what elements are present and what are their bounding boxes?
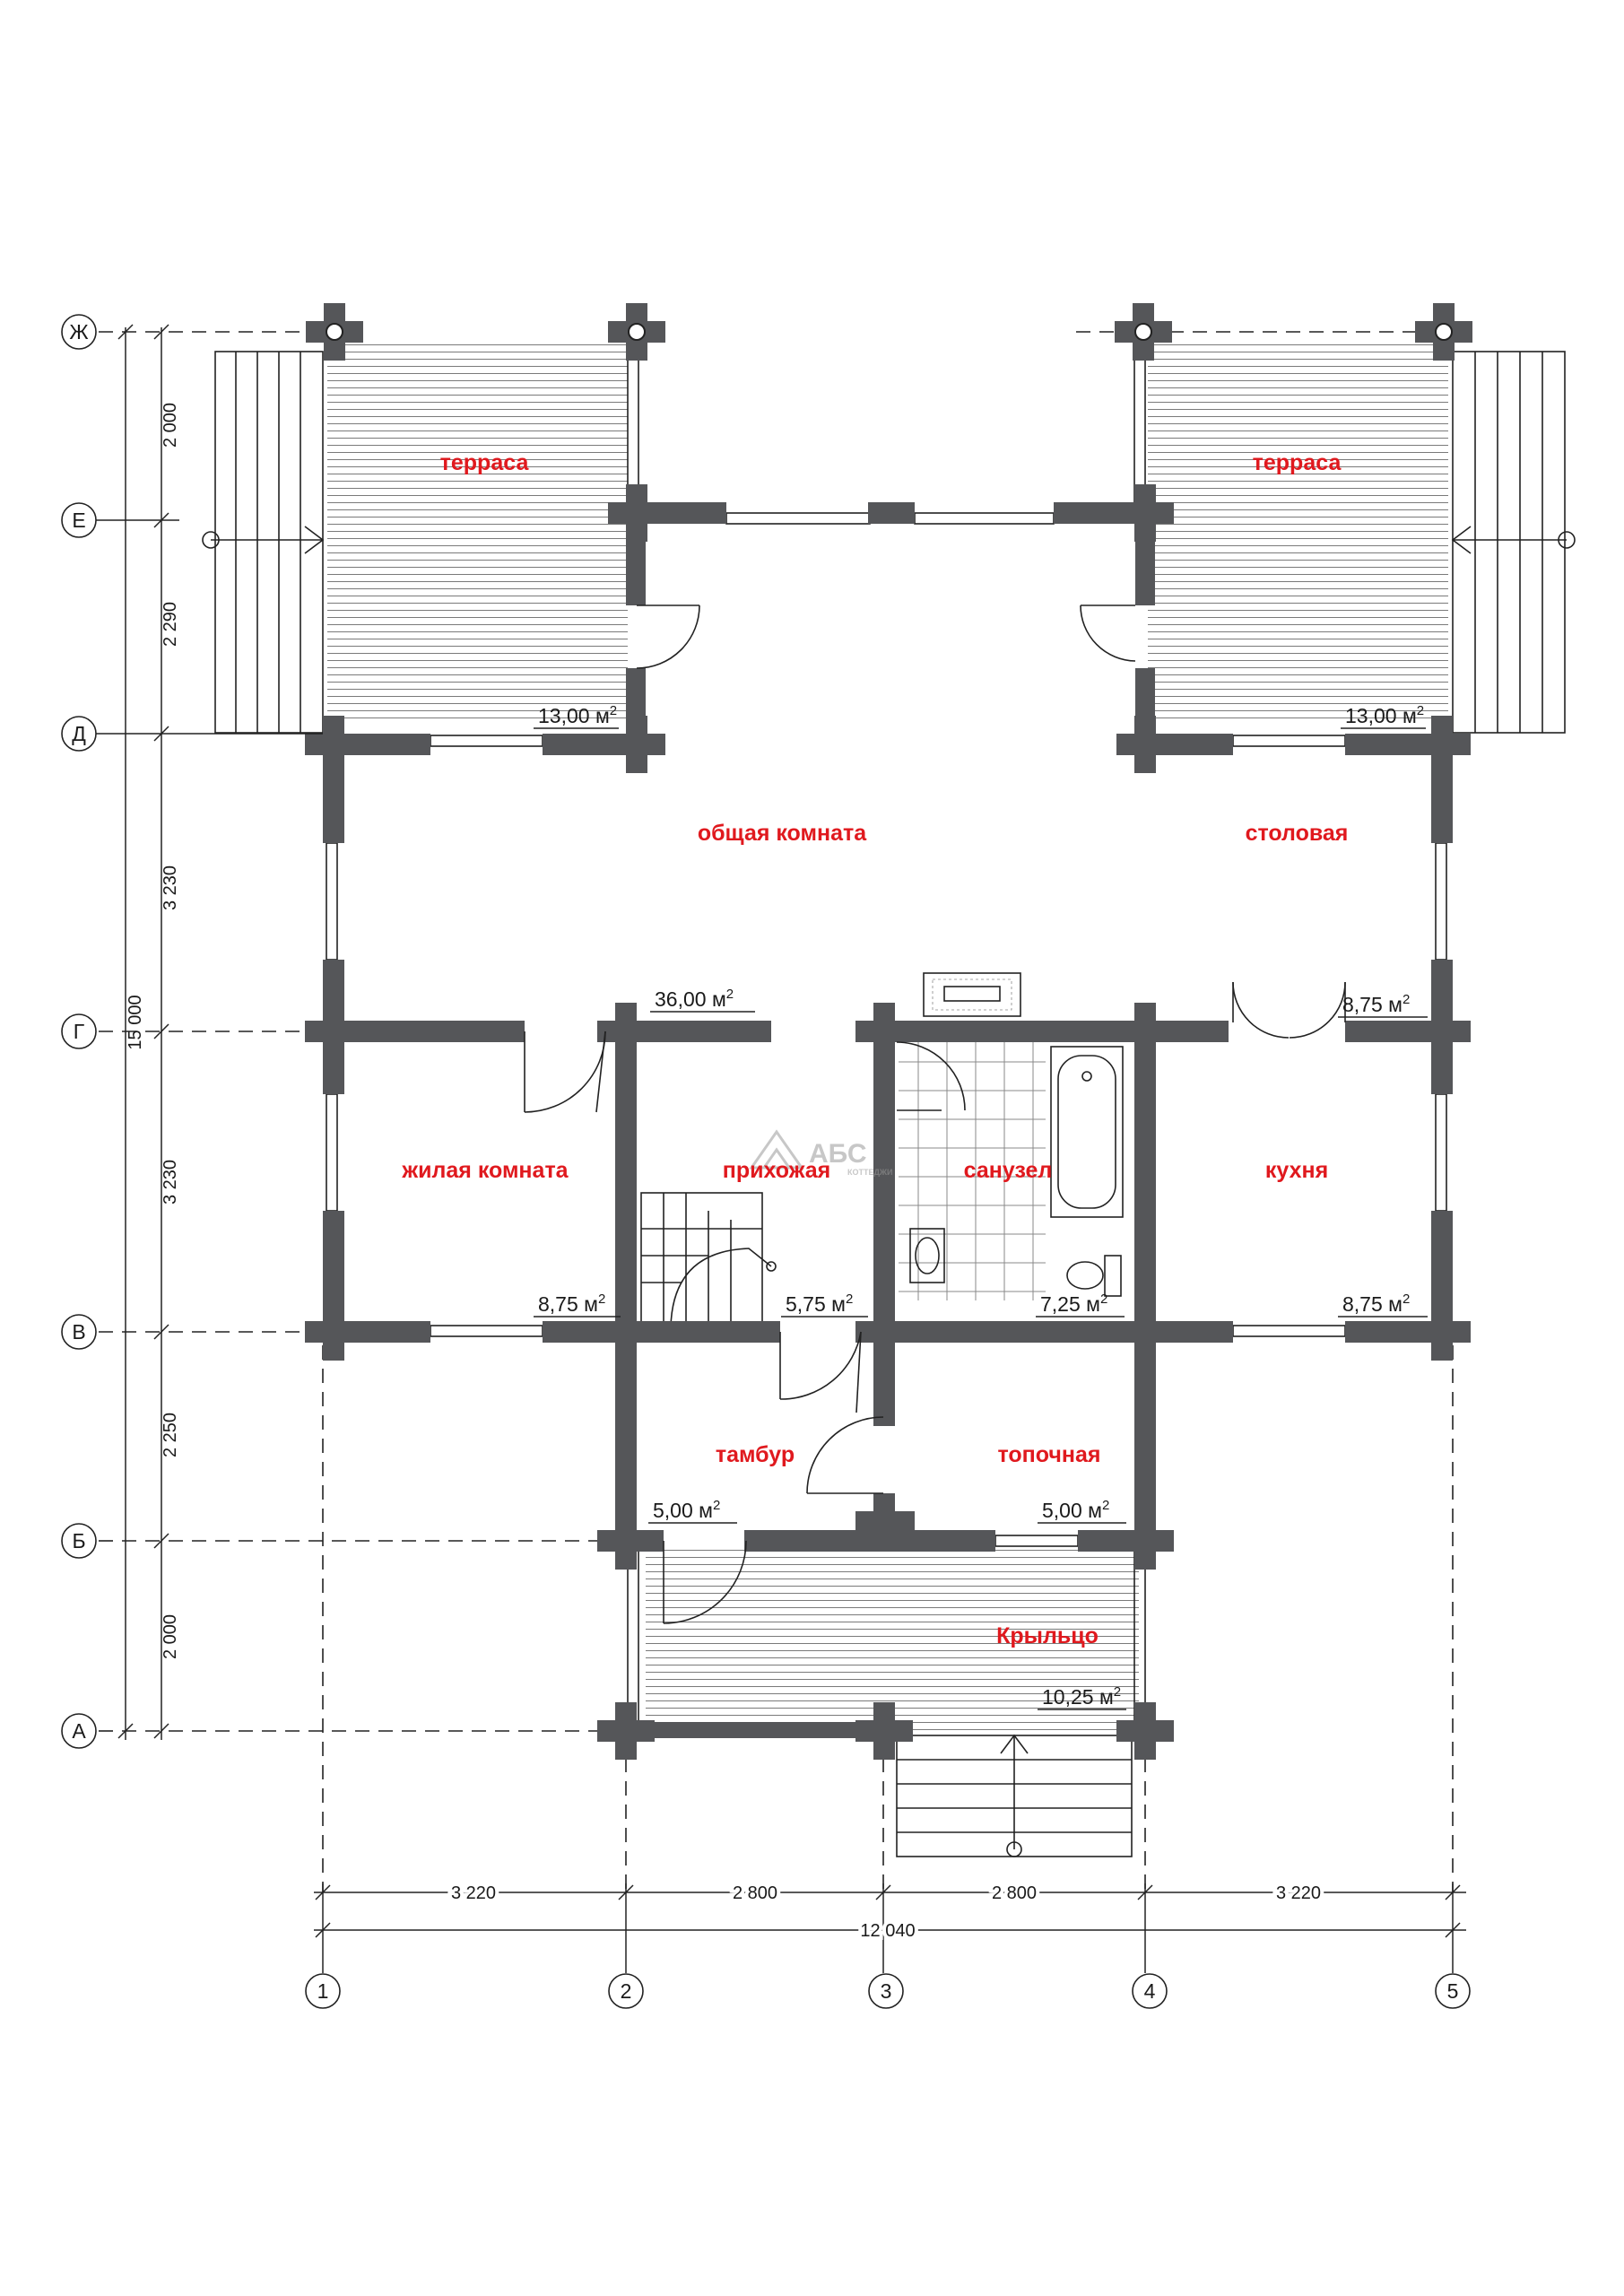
vertical-dimension-chain [117,324,169,1740]
corner-posts [305,303,1472,1760]
axis-col-4: 4 [1144,1979,1156,2003]
terrace-left-decking [327,341,628,725]
area-hallway: 5,75 м2 [781,1292,868,1318]
porch-front-rail-right [892,1722,1134,1738]
doors [524,604,1346,1624]
svg-text:8,75 м2: 8,75 м2 [1342,1292,1410,1316]
dim-h-3: 2 800 [992,1883,1037,1903]
dim-v-total: 15 000 [126,995,145,1049]
porch-stairs [896,1734,1133,1857]
terrace-right-decking [1148,341,1448,725]
room-dining: столовая [1246,821,1349,846]
room-terrace-right: терраса [1253,450,1342,475]
horizontal-dimension-chain [314,1883,1466,1955]
axis-row-g: Г [74,1020,85,1043]
chimney [923,972,1021,1017]
axis-grid [99,331,1471,1892]
area-terrace-right: 13,00 м2 [1341,703,1426,729]
dim-h-4: 3 220 [1276,1883,1321,1903]
svg-text:8,75 м2: 8,75 м2 [538,1292,605,1316]
room-porch: Крыльцо [996,1623,1099,1648]
axis-row-b: Б [72,1529,85,1552]
area-porch: 10,25 м2 [1038,1684,1126,1710]
logo-name: АБС [809,1139,867,1169]
porch-front-rail [646,1722,879,1738]
dim-h-1: 3 220 [451,1883,496,1903]
room-vestibule: тамбур [716,1442,795,1467]
bathroom-fixtures [909,1046,1124,1297]
axis-row-e: Е [72,509,85,532]
area-bedroom: 8,75 м2 [534,1292,621,1318]
svg-text:13,00 м2: 13,00 м2 [1345,703,1424,727]
axis-row-a: А [72,1719,86,1743]
dim-v-1: 2 000 [161,403,180,448]
row-axis-markers [61,314,323,1749]
svg-text:7,25 м2: 7,25 м2 [1040,1292,1107,1316]
dim-v-4: 3 230 [161,1160,180,1205]
area-bathroom: 7,25 м2 [1036,1292,1125,1318]
svg-text:5,00 м2: 5,00 м2 [653,1498,720,1522]
svg-text:5,75 м2: 5,75 м2 [786,1292,853,1316]
interior-staircase [640,1192,777,1328]
dim-h-total: 12 040 [860,1921,915,1941]
axis-col-2: 2 [621,1979,632,2003]
area-dining: 8,75 м2 [1338,992,1428,1018]
axis-row-d: Д [72,722,86,745]
room-boiler: топочная [997,1442,1100,1467]
area-boiler: 5,00 м2 [1038,1498,1126,1524]
room-terrace-left: терраса [440,450,530,475]
area-terrace-left: 13,00 м2 [534,703,619,729]
dim-v-5: 2 250 [161,1413,180,1457]
dim-h-2: 2 800 [733,1883,777,1903]
room-kitchen: кухня [1265,1158,1328,1183]
terrace-right-stairs [1451,351,1576,734]
bathroom-tiles [899,1031,1046,1300]
axis-col-5: 5 [1447,1979,1459,2003]
abs-logo: АБС КОТТЕДЖИ [749,1129,893,1177]
axis-row-v: В [72,1320,85,1344]
room-living-common: общая комната [698,821,867,846]
svg-text:10,25 м2: 10,25 м2 [1042,1684,1121,1709]
axis-row-zh: Ж [69,320,88,344]
terrace-left-stairs [202,351,325,734]
svg-text:13,00 м2: 13,00 м2 [538,703,617,727]
area-living-common: 36,00 м2 [650,987,755,1013]
dim-v-6: 2 000 [161,1614,180,1659]
dim-v-2: 2 290 [161,602,180,647]
logo-tagline: КОТТЕДЖИ [847,1168,893,1177]
svg-text:5,00 м2: 5,00 м2 [1042,1498,1109,1522]
room-bathroom: санузел [964,1158,1053,1183]
area-vestibule: 5,00 м2 [648,1498,737,1524]
room-bedroom: жилая комната [401,1158,569,1183]
axis-col-3: 3 [881,1979,892,2003]
area-kitchen: 8,75 м2 [1338,1292,1428,1318]
svg-text:8,75 м2: 8,75 м2 [1342,992,1410,1016]
column-axis-markers [305,1955,1471,2009]
svg-text:36,00 м2: 36,00 м2 [655,987,734,1011]
room-hallway: прихожая [723,1158,830,1183]
dim-v-3: 3 230 [161,865,180,910]
axis-col-1: 1 [317,1979,329,2003]
